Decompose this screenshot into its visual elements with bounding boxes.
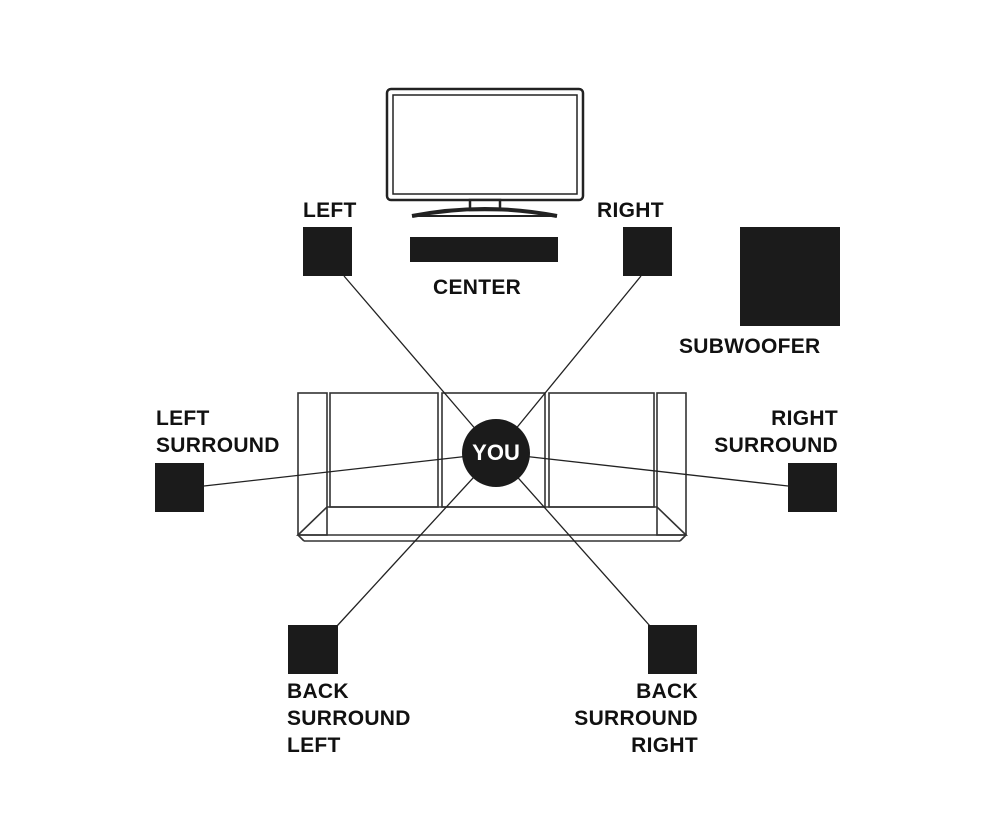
right-speaker: [623, 227, 672, 276]
left-surround-line-1: LEFT: [156, 407, 210, 430]
back-surround-left-line-3: LEFT: [287, 734, 341, 757]
left-label: LEFT: [303, 199, 357, 222]
right-surround-speaker: [788, 463, 837, 512]
couch-icon: [296, 392, 688, 542]
line-left: [343, 275, 497, 454]
right-surround-line-2: SURROUND: [714, 434, 838, 457]
left-surround-line-2: SURROUND: [156, 434, 280, 457]
center-speaker: [410, 237, 558, 262]
line-left-surround: [203, 452, 497, 487]
back-surround-right-line-1: BACK: [636, 680, 698, 703]
subwoofer-speaker: [740, 227, 840, 326]
back-surround-left-label: BACK SURROUND LEFT: [287, 678, 411, 759]
line-back-surround-left: [336, 452, 497, 627]
back-surround-right-label: BACK SURROUND RIGHT: [548, 678, 698, 759]
tv-icon: [385, 87, 585, 218]
back-surround-left-line-2: SURROUND: [287, 707, 411, 730]
line-back-surround-right: [495, 452, 651, 627]
center-label: CENTER: [433, 276, 522, 299]
right-surround-line-1: RIGHT: [771, 407, 838, 430]
back-surround-right-speaker: [648, 625, 697, 674]
back-surround-right-line-2: SURROUND: [574, 707, 698, 730]
left-surround-label: LEFT SURROUND: [156, 405, 280, 459]
back-surround-right-line-3: RIGHT: [631, 734, 698, 757]
back-surround-left-line-1: BACK: [287, 680, 349, 703]
back-surround-left-speaker: [288, 625, 338, 674]
right-surround-label: RIGHT SURROUND: [698, 405, 838, 459]
line-right: [495, 275, 642, 454]
right-label: RIGHT: [597, 199, 664, 222]
sound-lines: [203, 275, 789, 627]
left-speaker: [303, 227, 352, 276]
line-right-surround: [495, 452, 789, 487]
listener-you: YOU: [462, 419, 530, 487]
subwoofer-label: SUBWOOFER: [679, 335, 821, 358]
left-surround-speaker: [155, 463, 204, 512]
